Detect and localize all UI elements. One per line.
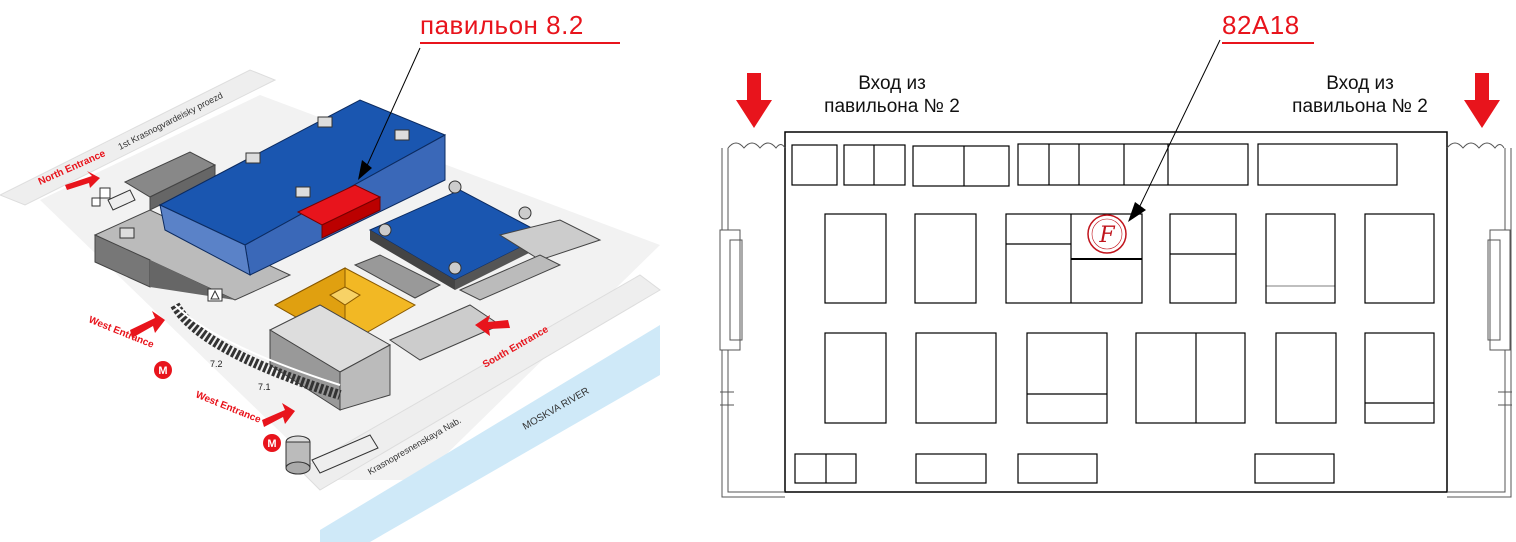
svg-text:M: M bbox=[267, 438, 276, 450]
west-entrance-label-1: West Entrance bbox=[87, 315, 156, 351]
west-entrance-arrow-2 bbox=[262, 403, 295, 427]
small-building bbox=[99, 187, 111, 199]
hall-71-label: 7.1 bbox=[258, 382, 271, 392]
hall-outline bbox=[784, 131, 1448, 493]
svg-text:M: M bbox=[158, 365, 167, 377]
site-map: MOSKVA RIVER Krasnopresnenskaya Nab. 1st… bbox=[0, 47, 661, 542]
halls-7-arc bbox=[170, 302, 342, 400]
stand-label: 82A18 bbox=[1222, 10, 1300, 40]
stand-pointer-arrowhead bbox=[1128, 202, 1146, 222]
svg-text:F: F bbox=[1098, 223, 1115, 248]
metro-icon: M bbox=[154, 361, 172, 379]
stand-label-underline bbox=[1222, 42, 1314, 44]
road-lower bbox=[299, 274, 661, 491]
company-logo-icon: F bbox=[1087, 214, 1127, 254]
street-top bbox=[0, 69, 277, 206]
entry-label-right: Вход из павильона № 2 bbox=[1292, 73, 1428, 117]
moskva-river bbox=[320, 325, 660, 542]
stand-row-lower bbox=[824, 332, 1435, 424]
west-entrance-arrow-1 bbox=[130, 311, 165, 338]
floor-plan: F bbox=[719, 39, 1512, 498]
hall-72-label: 7.2 bbox=[210, 359, 223, 369]
pointer-arrowhead bbox=[358, 160, 372, 180]
entry-label-left: Вход из павильона № 2 bbox=[824, 73, 960, 117]
metro-icon: M bbox=[263, 434, 281, 452]
north-entrance-arrow bbox=[65, 171, 100, 190]
left-map-title: павильон 8.2 bbox=[420, 10, 584, 40]
entry-arrow-right bbox=[1464, 73, 1500, 128]
stand-row-bottom bbox=[794, 453, 1335, 484]
entry-arrow-left bbox=[736, 73, 772, 128]
south-entrance-arrow bbox=[475, 315, 510, 336]
stand-row-middle bbox=[824, 213, 1435, 304]
stand-row-top bbox=[791, 143, 1398, 187]
left-map-title-underline bbox=[420, 42, 620, 44]
